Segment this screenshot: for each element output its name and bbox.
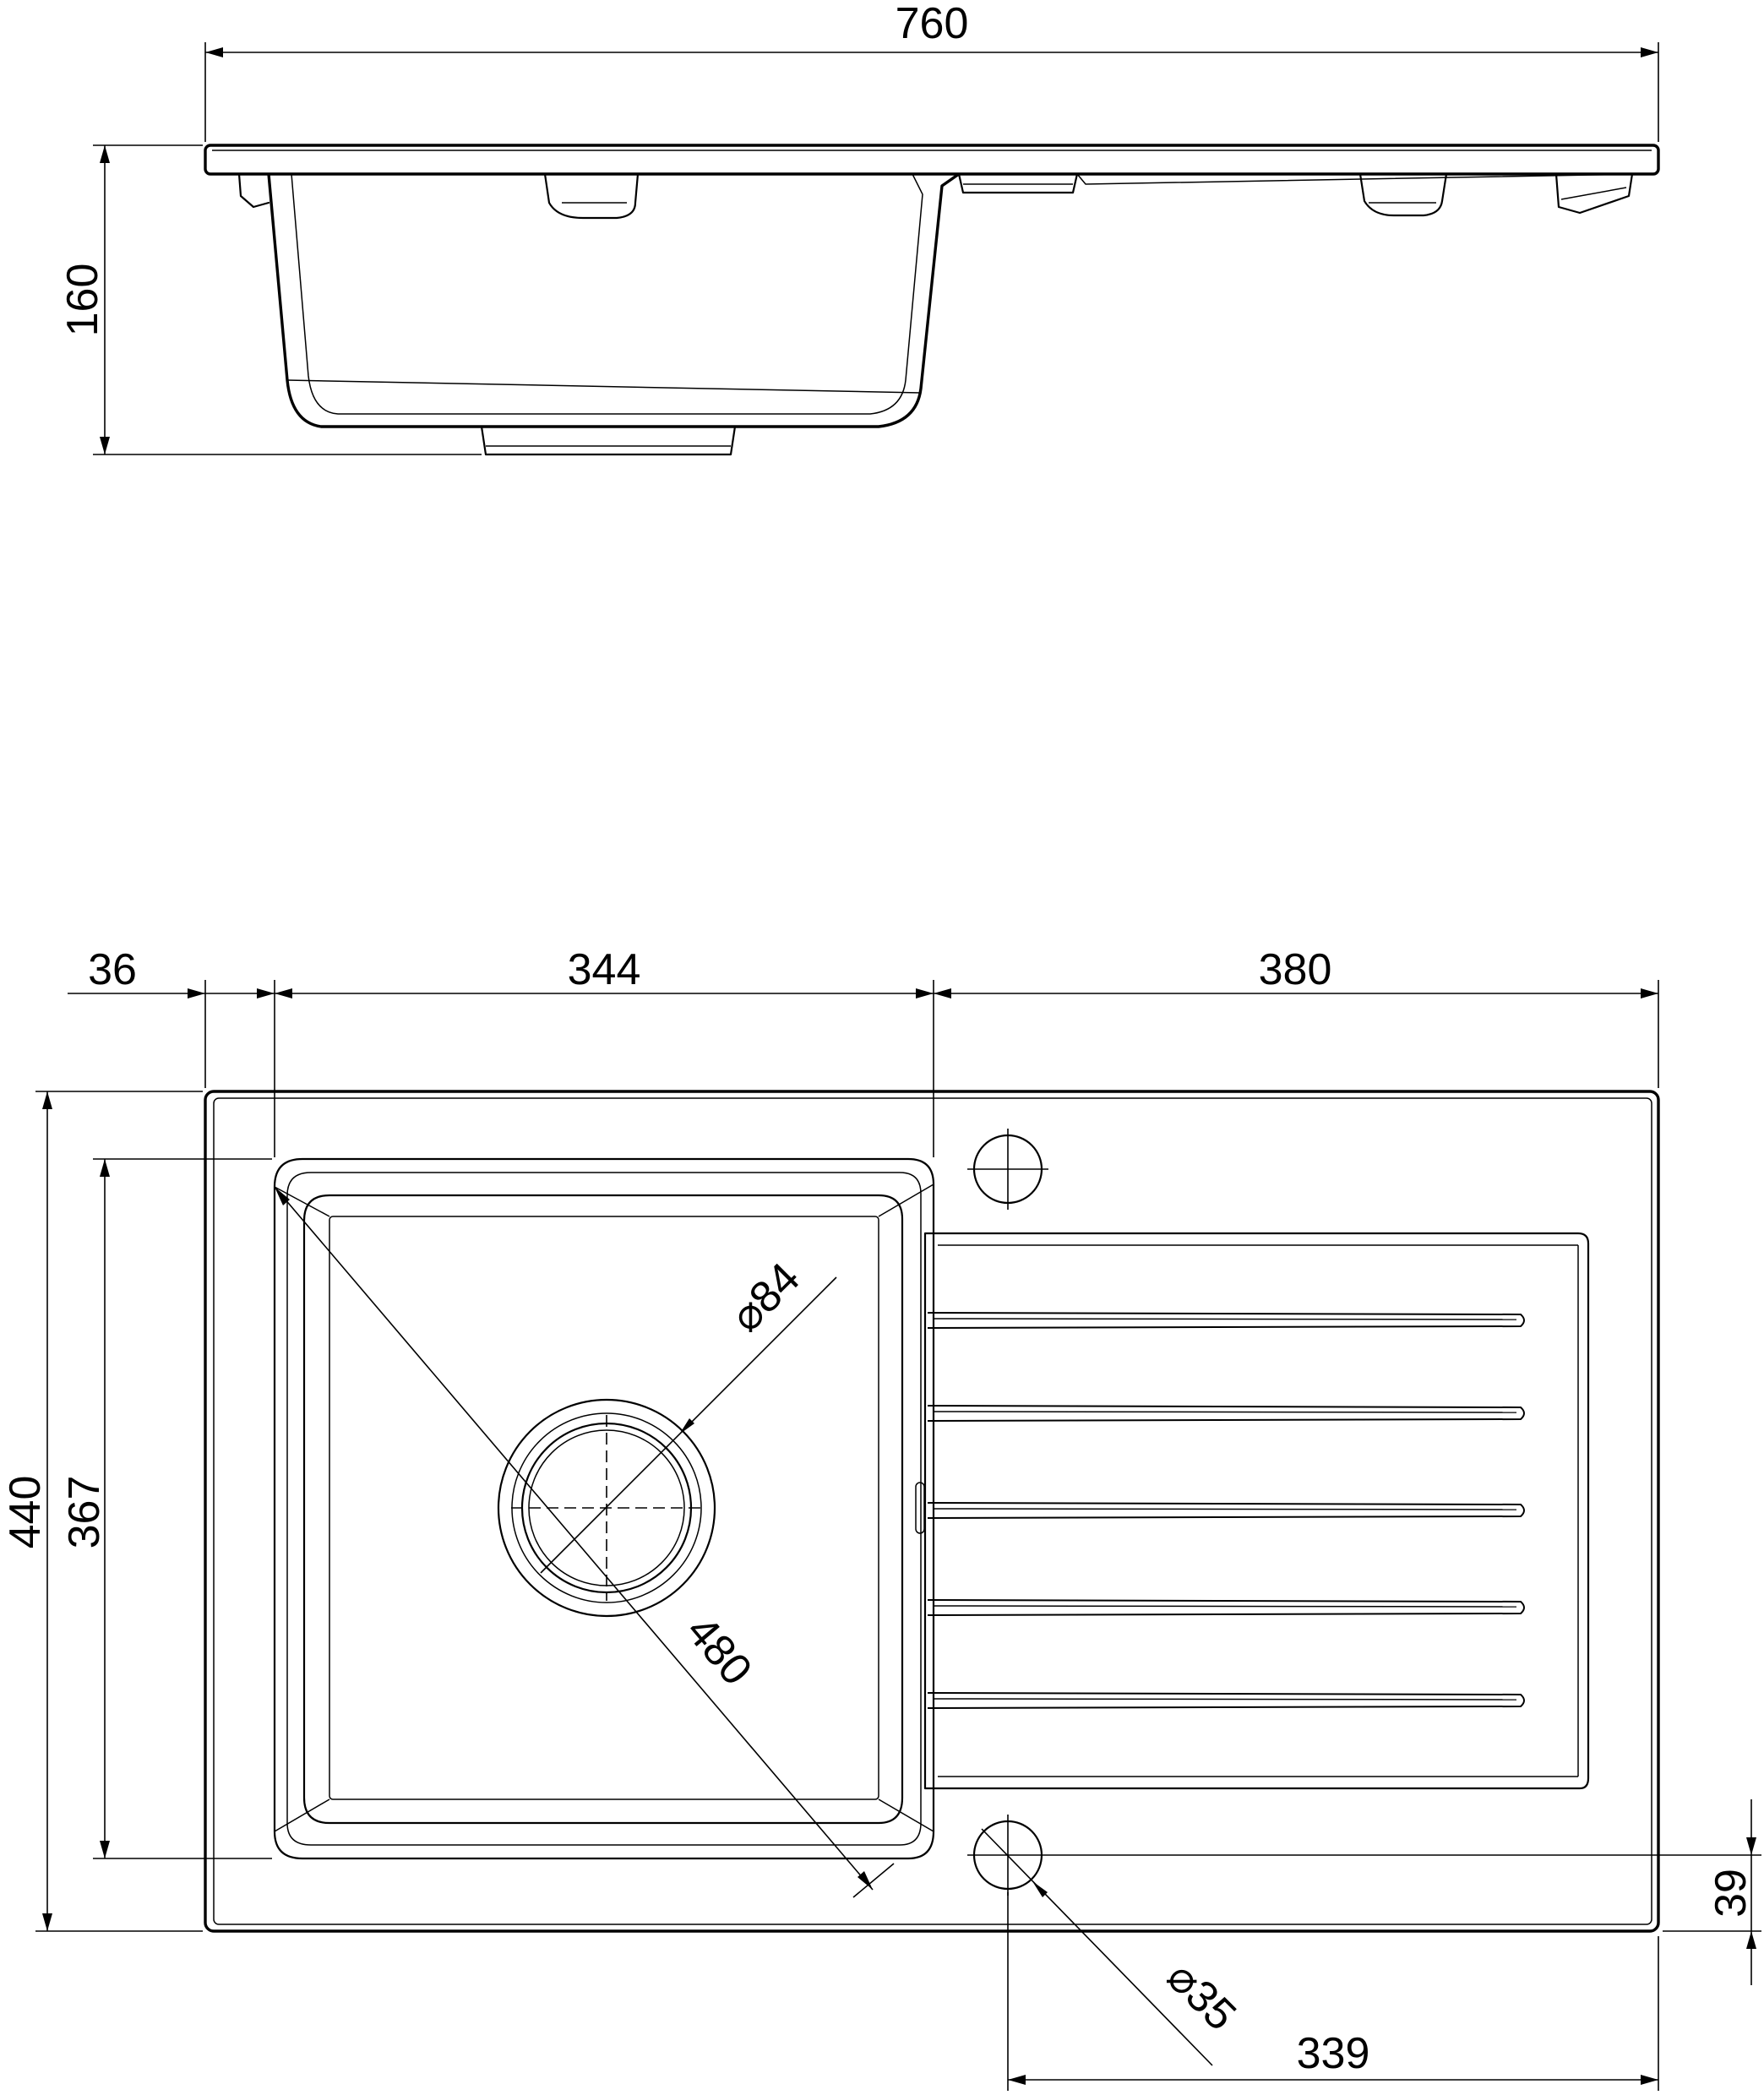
tap-hole-top (967, 1129, 1048, 1210)
dim-overall-length: 440 (1, 1476, 50, 1549)
drainer-rib (927, 1405, 1525, 1422)
drainer-rib-groove (933, 1605, 1517, 1608)
bowl (273, 1157, 935, 1860)
dim-depth: 160 (58, 264, 107, 337)
drainer (915, 1232, 1590, 1790)
svg-text:⌀35: ⌀35 (1157, 1952, 1245, 2040)
side-drain (480, 425, 737, 456)
top-view: 480 ⌀84 ⌀35 36 344 380 440 (1, 945, 1761, 2091)
drainer-rib (927, 1599, 1525, 1616)
dim-left-margin: 36 (88, 945, 137, 994)
side-rim (204, 144, 1660, 176)
dim-drainer-width: 380 (1259, 945, 1332, 994)
drainer-rib (927, 1692, 1525, 1709)
dim-bowl-diagonal: 480 (677, 1607, 761, 1695)
side-bowl (267, 172, 960, 428)
dim-line-diagonal (274, 1186, 874, 1891)
dim-overall-width: 760 (896, 0, 969, 48)
drainer-rib-groove (933, 1698, 1517, 1700)
svg-text:⌀84: ⌀84 (721, 1254, 809, 1341)
drainer-rib-groove (933, 1508, 1517, 1510)
dim-tap-hole-distance: 339 (1297, 2029, 1370, 2078)
dim-bowl-length: 367 (60, 1476, 109, 1549)
sink-outline (204, 1090, 1660, 1933)
dim-bowl-width: 344 (568, 945, 641, 994)
side-clip (543, 172, 640, 220)
dim-tap-hole-offset: 39 (1707, 1869, 1756, 1918)
drainer-rib (927, 1502, 1525, 1519)
drainer-rib-groove (933, 1318, 1517, 1320)
drainer-rib (927, 1312, 1525, 1329)
side-view: 760 160 (58, 0, 1660, 456)
